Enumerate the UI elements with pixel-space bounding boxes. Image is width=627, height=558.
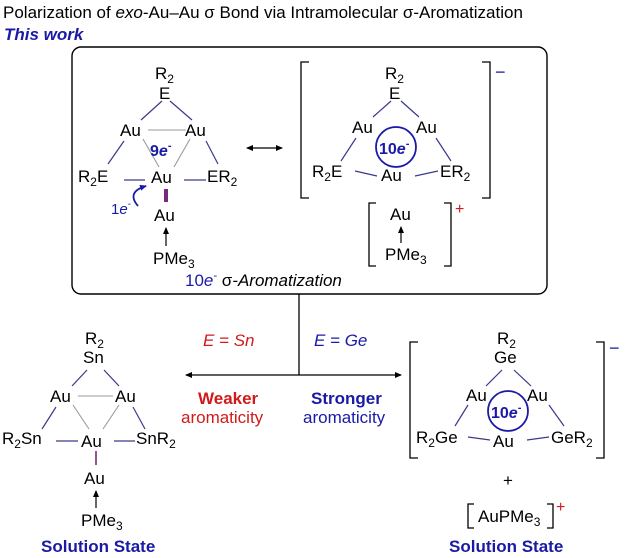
right-anion-charge: − (495, 62, 506, 82)
ge-au-center: Au (493, 432, 514, 451)
sn-apex-element: Sn (83, 348, 104, 367)
right-anion-bracket-left (300, 61, 309, 199)
cation-au: Au (390, 205, 411, 224)
left-pme3: PMe3 (153, 249, 195, 271)
electron-transfer-arrow (132, 184, 147, 207)
cation-bracket-right (444, 202, 452, 267)
ge-aromatic-ring (487, 390, 529, 432)
left-electron-count: 9e- (150, 140, 172, 160)
scheme-title: Polarization of exo-Au–Au σ Bond via Int… (3, 3, 523, 22)
panel-caption: 10e- σ-Aromatization (185, 270, 342, 290)
right-apex-substituent: R2 (385, 64, 404, 86)
ge-cation-charge: + (556, 499, 565, 516)
left-au-upper-left: Au (120, 121, 141, 140)
sn-au-lower: Au (84, 469, 105, 488)
ge-solution-state: Solution State (449, 537, 563, 556)
ge-au-upper-right: Au (527, 386, 548, 405)
condition-sn: E = Sn (203, 331, 255, 350)
stronger-aromaticity: aromaticity (303, 408, 386, 427)
left-au-lower: Au (154, 206, 175, 225)
left-cluster-au-bonds (142, 129, 191, 168)
sn-au-upper-right: Au (115, 387, 136, 406)
stronger-label: Stronger (311, 389, 382, 408)
this-work-panel (71, 46, 548, 295)
sn-apex-substituent: R2 (85, 329, 104, 351)
ge-corner-right: GeR2 (551, 428, 593, 450)
left-corner-left: R2E (78, 167, 108, 189)
right-au-upper-right: Au (416, 118, 437, 137)
ge-anion-charge: − (609, 338, 620, 358)
sn-corner-right: SnR2 (136, 429, 176, 451)
sn-corner-left: R2Sn (2, 429, 42, 451)
right-cluster-bonds (340, 100, 452, 177)
right-anion-bracket-right (482, 61, 491, 199)
ge-electron-count: 10e- (491, 402, 522, 422)
sn-cluster-au-bonds (72, 395, 120, 430)
cation-charge: + (455, 201, 464, 218)
right-corner-right: ER2 (440, 162, 471, 184)
right-au-center: Au (381, 166, 402, 185)
cation-pme3: PMe3 (385, 245, 427, 267)
left-au-upper-right: Au (185, 121, 206, 140)
sn-cluster-bonds (41, 369, 146, 442)
right-aromatic-ring (375, 126, 417, 168)
cation-bracket-left (368, 202, 376, 267)
ge-cluster-bonds (454, 369, 565, 441)
left-cluster-bonds (107, 100, 219, 181)
left-au-center: Au (151, 168, 172, 187)
left-corner-right: ER2 (207, 167, 238, 189)
right-corner-left: R2E (312, 162, 342, 184)
ge-cation-bracket-right (547, 503, 554, 529)
sn-solution-state: Solution State (41, 537, 155, 556)
ge-cation: AuPMe3 (478, 507, 541, 529)
right-apex-element: E (389, 84, 400, 103)
scheme-subtitle: This work (4, 25, 85, 44)
left-apex-element: E (159, 84, 170, 103)
right-electron-count: 10e- (379, 138, 410, 158)
ge-anion-bracket-right (596, 341, 605, 459)
ge-apex-substituent: R2 (497, 329, 516, 351)
ge-corner-left: R2Ge (416, 428, 458, 450)
ge-anion-bracket-left (409, 341, 418, 459)
ge-cation-bracket-left (467, 503, 474, 529)
ge-apex-element: Ge (494, 348, 517, 367)
left-electron-transfer: 1e- (111, 199, 131, 218)
sn-au-upper-left: Au (50, 387, 71, 406)
ge-plus-sign: + (503, 471, 513, 490)
weaker-label: Weaker (198, 389, 259, 408)
ge-au-upper-left: Au (466, 386, 487, 405)
left-apex-substituent: R2 (155, 64, 174, 86)
right-au-upper-left: Au (352, 118, 373, 137)
weaker-aromaticity: aromaticity (181, 408, 264, 427)
condition-ge: E = Ge (314, 331, 367, 350)
sn-pme3: PMe3 (81, 511, 123, 533)
sn-au-center: Au (81, 432, 102, 451)
